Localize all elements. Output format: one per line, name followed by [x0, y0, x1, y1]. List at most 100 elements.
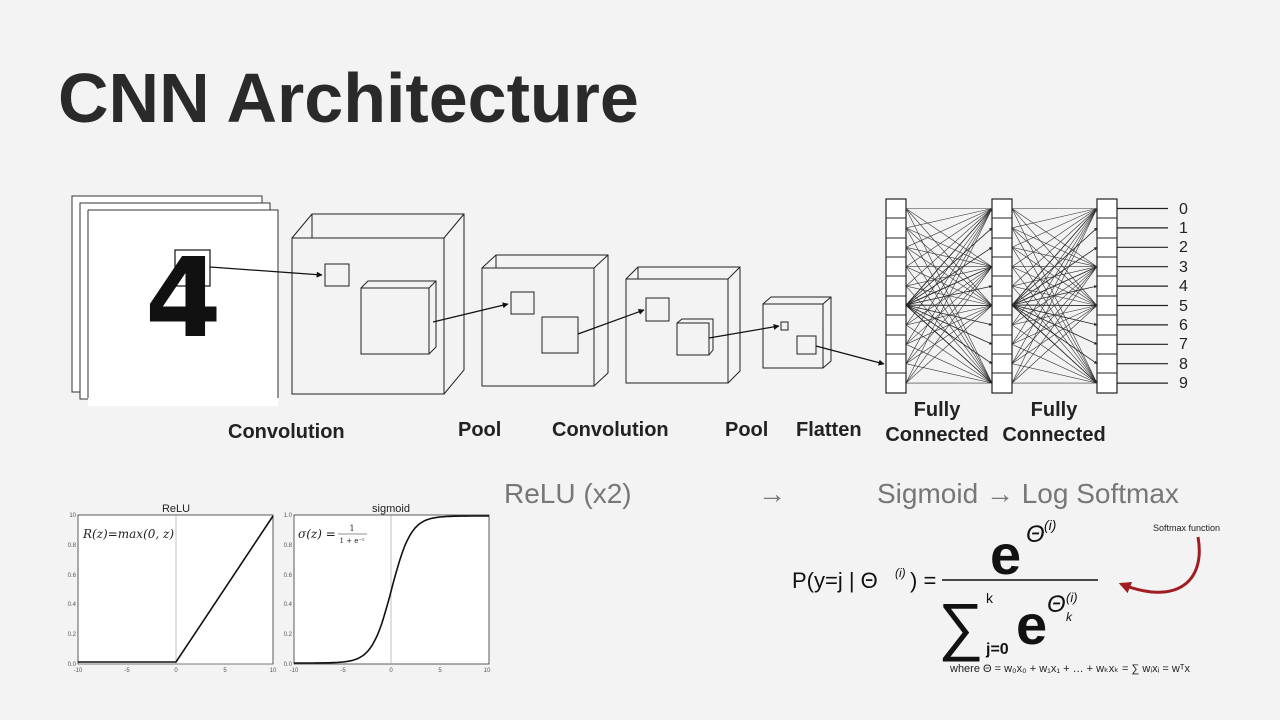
relu-formula: R(z)=max(0, z): [82, 527, 174, 541]
fc-link: [905, 324, 993, 384]
softmax-numerator-exp: Θ: [1026, 521, 1045, 548]
tick-label: -5: [124, 668, 130, 674]
fc1-label-line1: Fully: [914, 399, 962, 421]
tick-label: 0: [389, 668, 393, 674]
tick-label: 0.6: [68, 573, 77, 579]
pool2-label: Pool: [725, 419, 768, 441]
fc-link: [905, 208, 993, 287]
sigmoid-softmax-text: Sigmoid → Log Softmax: [877, 478, 1179, 509]
tick-label: 0.4: [68, 602, 77, 608]
fc-link: [905, 208, 993, 248]
fc-connections: [905, 208, 1098, 384]
fc-link: [1011, 304, 1098, 365]
fc-link: [1011, 208, 1098, 364]
tick-label: 0.8: [68, 543, 77, 549]
output-label: 4: [1179, 278, 1188, 295]
conv1-block: [291, 213, 465, 395]
tick-label: 0.6: [284, 573, 293, 579]
fc-link: [1011, 344, 1098, 384]
sigmoid-formula-num: 1: [349, 524, 354, 533]
output-label: 9: [1179, 375, 1188, 392]
tick-label: -10: [290, 668, 299, 674]
sigmoid-y-ticks: 0.0 0.2 0.4 0.6 0.8 1.0: [284, 513, 293, 668]
softmax-denominator-exp-sub: k: [1066, 610, 1073, 624]
relu-x-ticks: -10 -5 0 5 10: [74, 668, 277, 674]
softmax-denominator-base: e: [1016, 593, 1047, 656]
fc-link: [905, 266, 993, 345]
tick-label: -5: [340, 668, 346, 674]
tick-label: 0.0: [68, 662, 77, 668]
sigmoid-plot: sigmoid σ(z) = 1 1 + e⁻ᶻ -10 -5 0 5 10 0…: [284, 503, 491, 674]
tick-label: 10: [270, 668, 277, 674]
softmax-sum-upper: k: [986, 590, 994, 606]
conv1-label: Convolution: [228, 421, 345, 443]
flow-arrow: →: [758, 478, 786, 509]
input-image-stack: [71, 195, 279, 406]
fc-link: [1011, 266, 1098, 345]
output-label: 8: [1179, 356, 1188, 373]
tick-label: 5: [223, 668, 227, 674]
fc-link: [1011, 266, 1098, 384]
conv2-block: [625, 266, 741, 384]
softmax-numerator-base: e: [990, 523, 1021, 586]
pool1-label: Pool: [458, 419, 501, 441]
pool2-block: [762, 296, 832, 369]
fc-link: [905, 208, 993, 345]
output-labels: 0 1 2 3 4 5 6 7 8 9: [1179, 201, 1188, 392]
tick-label: 10: [69, 513, 76, 519]
output-lines: [1117, 207, 1168, 384]
output-label: 5: [1179, 298, 1188, 315]
fc-link: [1011, 363, 1098, 384]
fc-link: [1011, 266, 1098, 364]
tick-label: 0.2: [68, 632, 77, 638]
tick-label: 10: [484, 668, 491, 674]
sigmoid-x-ticks: -10 -5 0 5 10: [290, 668, 491, 674]
softmax-lhs-sup: (i): [895, 566, 906, 580]
fc-link: [905, 363, 993, 384]
tick-label: 0.0: [284, 662, 293, 668]
tick-label: 0.2: [284, 632, 293, 638]
fc-link: [1011, 304, 1098, 384]
fc-link: [905, 208, 993, 384]
softmax-where-clause: where Θ = w₀x₀ + w₁x₁ + … + wₖxₖ = ∑ wᵢx…: [949, 663, 1191, 675]
output-label: 7: [1179, 336, 1188, 353]
fc-link: [1011, 208, 1098, 306]
fc-link: [1011, 208, 1098, 345]
fc-link: [905, 208, 993, 267]
softmax-sum-lower: j=0: [985, 641, 1009, 658]
fc-link: [1011, 208, 1098, 229]
pool1-block: [481, 254, 609, 387]
fc-link: [1011, 208, 1098, 248]
softmax-denominator-exp-sup: (i): [1066, 590, 1078, 605]
fc-link: [905, 304, 993, 384]
tick-label: 5: [438, 668, 442, 674]
output-label: 6: [1179, 317, 1188, 334]
fc-link: [1011, 208, 1098, 287]
tick-label: 0: [174, 668, 178, 674]
fc-link: [1011, 208, 1098, 267]
softmax-pointer-arrow: [1118, 536, 1201, 594]
softmax-formula: P(y=j | Θ (i) ) = e Θ (i) ∑ k j=0 e Θ k …: [792, 517, 1220, 675]
fc-link: [905, 344, 993, 384]
fc-link: [905, 208, 993, 364]
fc-link: [905, 266, 993, 364]
output-label: 0: [1179, 201, 1188, 218]
relu-plot: ReLU R(z)=max(0, z) -10 -5 0 5 10 0.0 0.…: [68, 503, 277, 674]
output-label: 2: [1179, 239, 1188, 256]
relu-plot-title: ReLU: [162, 503, 190, 515]
tick-label: 0.4: [284, 602, 293, 608]
layer-arrows: [209, 266, 885, 366]
softmax-sum-symbol: ∑: [938, 590, 984, 662]
fc2-label-line2: Connected: [1002, 424, 1105, 446]
relu-activation-text: ReLU (x2): [504, 478, 632, 509]
sigmoid-formula-den: 1 + e⁻ᶻ: [340, 537, 366, 545]
input-digit: 4: [145, 234, 222, 362]
tick-label: 0.8: [284, 543, 293, 549]
fc-link: [905, 208, 993, 306]
fc-link: [1011, 208, 1098, 384]
tick-label: -10: [74, 668, 83, 674]
tick-label: 1.0: [284, 513, 293, 519]
relu-y-ticks: 0.0 0.2 0.4 0.6 0.8 10: [68, 513, 77, 668]
softmax-function-label: Softmax function: [1153, 523, 1220, 533]
